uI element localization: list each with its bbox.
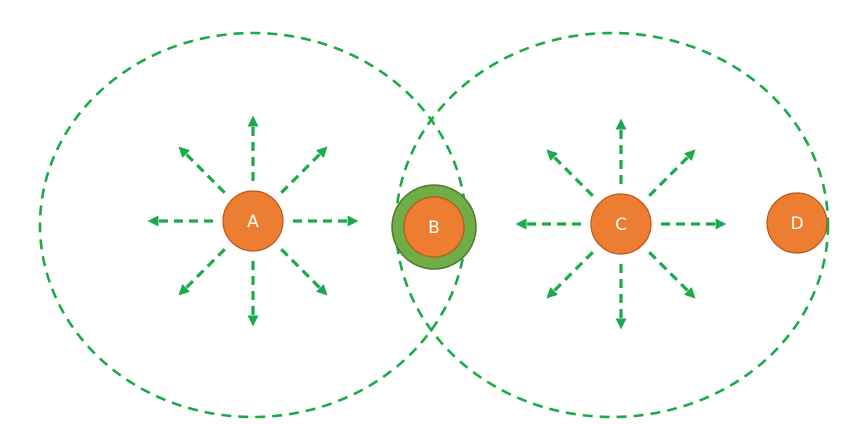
broadcast-arrow-c-south-west	[546, 251, 594, 299]
node-d: D	[766, 192, 828, 254]
node-a: A	[222, 190, 284, 252]
node-b: B	[391, 184, 477, 270]
broadcast-arrow-c-north-east	[648, 149, 696, 197]
broadcast-arrows-a	[147, 115, 359, 327]
node-a-label: A	[247, 212, 259, 232]
broadcast-arrow-c-south-east	[648, 251, 696, 299]
node-b-label: B	[428, 218, 440, 238]
node-d-label: D	[790, 214, 803, 234]
broadcast-arrow-c-north-west	[546, 149, 594, 197]
node-c: C	[590, 193, 652, 255]
range-circle-c	[394, 31, 830, 419]
broadcast-arrow-a-north-west	[178, 146, 226, 194]
broadcast-arrow-a-south-west	[178, 248, 226, 296]
broadcast-arrows-c	[515, 118, 727, 330]
node-c-label: C	[615, 215, 627, 235]
broadcast-arrow-a-south-east	[280, 248, 328, 296]
broadcast-arrow-a-north-east	[280, 146, 328, 194]
